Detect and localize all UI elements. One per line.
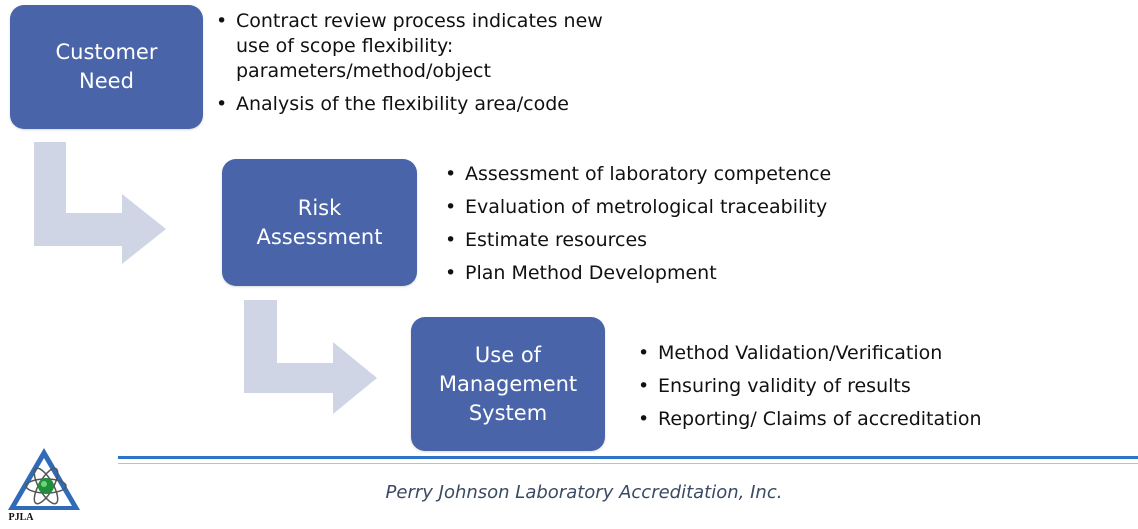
management-system-bullets: Method Validation/Verification Ensuring … xyxy=(636,341,1136,440)
risk-assessment-line-1: Risk xyxy=(297,195,342,220)
customer-need-line-2: Need xyxy=(79,69,134,93)
bullet-text: Contract review process indicates new xyxy=(236,10,603,32)
bent-arrow-shape-2 xyxy=(244,300,377,414)
bullet-item: Assessment of laboratory competence xyxy=(443,162,1003,187)
bullet-text-cont: parameters/method/object xyxy=(236,60,491,82)
customer-need-box: Customer Need xyxy=(10,5,203,129)
management-system-box: Use of Management System xyxy=(411,317,605,451)
pjla-logo-text: PJLA xyxy=(8,512,34,523)
management-system-line-2: Management xyxy=(438,371,578,396)
pjla-logo-icon xyxy=(8,448,80,510)
footer-divider-thin xyxy=(118,463,1138,464)
bullet-item: Method Validation/Verification xyxy=(636,341,1136,366)
bullet-item: Ensuring validity of results xyxy=(636,374,1136,399)
risk-assessment-box: Risk Assessment xyxy=(222,159,417,286)
customer-need-bullets: Contract review process indicates new us… xyxy=(214,9,734,125)
management-system-line-1: Use of xyxy=(474,342,542,367)
bullet-text-cont: use of scope flexibility: xyxy=(236,35,454,57)
footer-divider xyxy=(118,456,1138,459)
bullet-item: Contract review process indicates new us… xyxy=(214,9,734,84)
bullet-item: Analysis of the flexibility area/code xyxy=(214,92,734,117)
risk-assessment-bullets: Assessment of laboratory competence Eval… xyxy=(443,162,1003,294)
bullet-item: Plan Method Development xyxy=(443,261,1003,286)
risk-assessment-line-2: Assessment xyxy=(256,224,383,249)
management-system-line-3: System xyxy=(468,400,548,425)
bullet-item: Estimate resources xyxy=(443,228,1003,253)
bent-arrow-shape-1 xyxy=(34,142,166,264)
customer-need-line-1: Customer xyxy=(55,40,158,64)
footer-company-name: Perry Johnson Laboratory Accreditation, … xyxy=(385,482,783,503)
bullet-item: Evaluation of metrological traceability xyxy=(443,195,1003,220)
bullet-item: Reporting/ Claims of accreditation xyxy=(636,407,1136,432)
